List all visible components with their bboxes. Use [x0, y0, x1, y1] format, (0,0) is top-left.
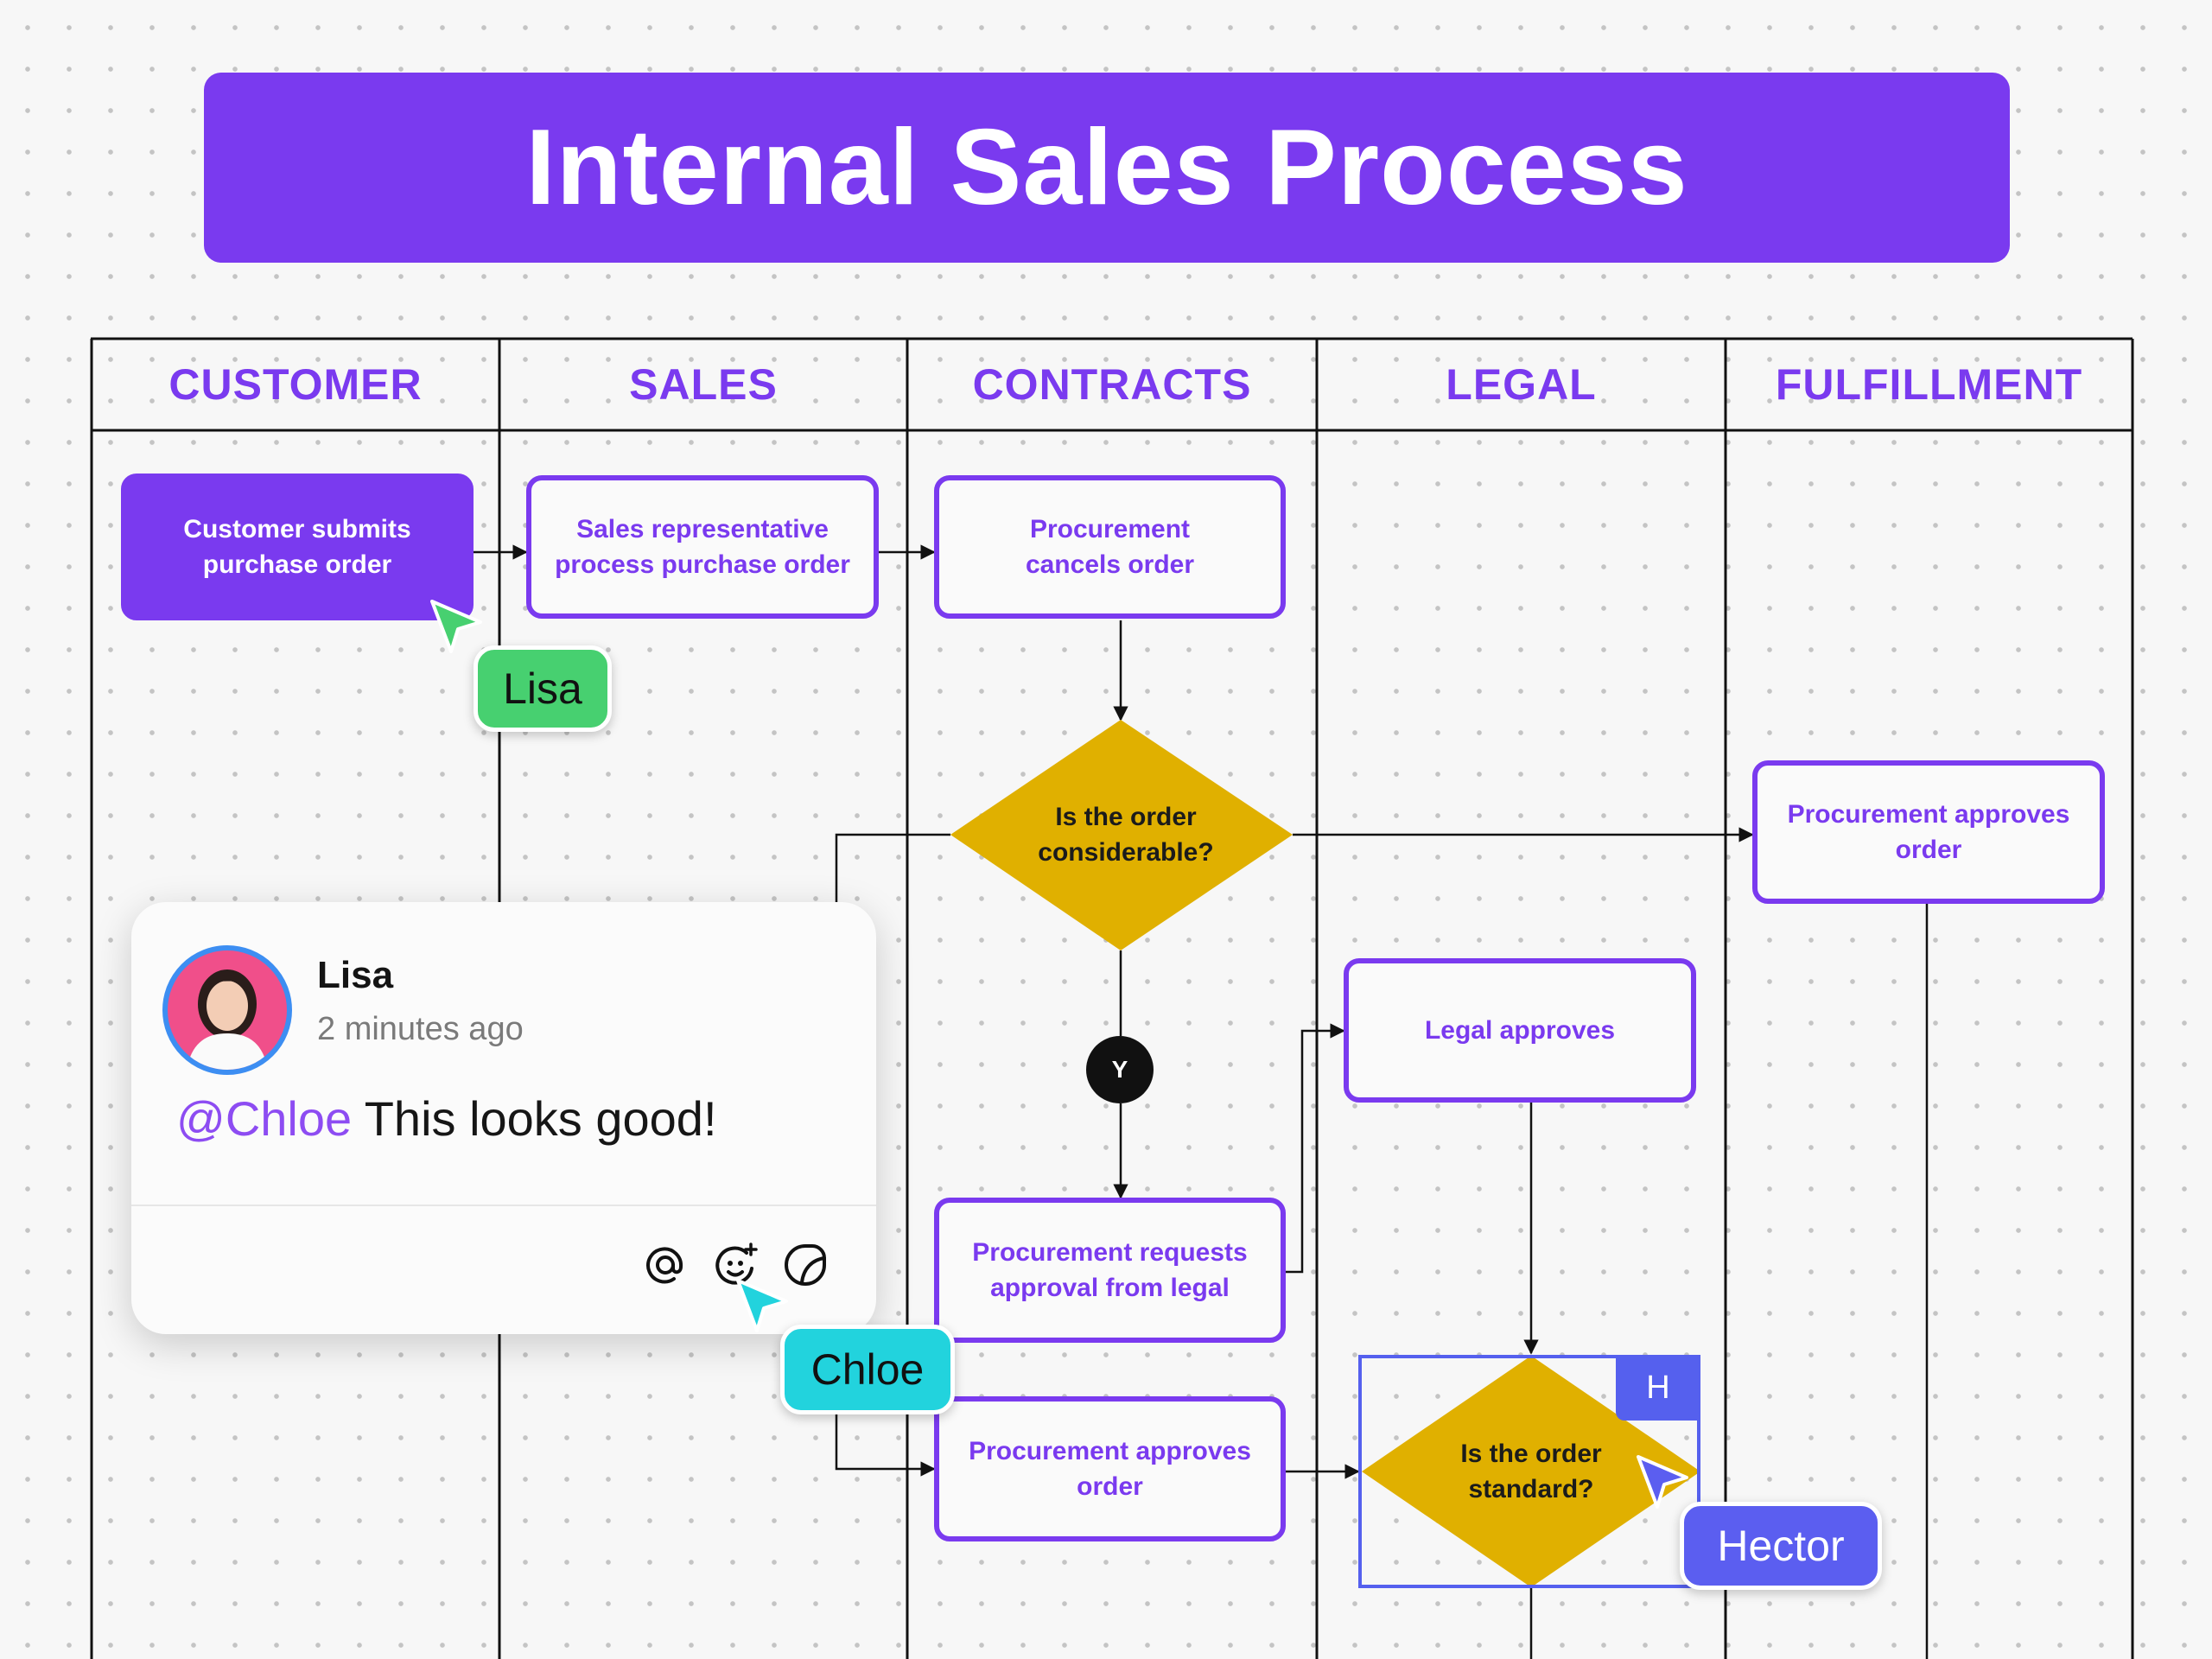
lane-header-customer: CUSTOMER — [168, 360, 423, 409]
comment-timestamp: 2 minutes ago — [317, 1011, 524, 1047]
page-title: Internal Sales Process — [525, 108, 1688, 227]
node-procurement-approves-contracts[interactable]: Procurement approves order — [934, 1396, 1286, 1541]
branch-yes-marker: Y — [1086, 1036, 1154, 1103]
node-procurement-requests-legal[interactable]: Procurement requests approval from legal — [934, 1198, 1286, 1343]
selection-user-badge: H — [1616, 1355, 1700, 1421]
collaborator-tag-hector: Hector — [1680, 1502, 1882, 1590]
node-label: Legal approves — [1424, 1016, 1616, 1045]
node-label: Procurement approves order — [969, 1437, 1251, 1501]
connector-request-to-legal — [1286, 1023, 1345, 1274]
lane-header-legal: LEGAL — [1446, 360, 1597, 409]
collaborator-tag-lisa: Lisa — [474, 645, 612, 732]
lane-header-fulfillment: FULFILLMENT — [1775, 360, 2083, 409]
cursor-chloe-icon — [736, 1279, 788, 1332]
decision-standard-label[interactable]: Is the order standard? — [1460, 1440, 1602, 1503]
comment-author: Lisa — [317, 954, 394, 996]
avatar-portrait-icon — [187, 969, 268, 1070]
node-label: Procurement approves order — [1787, 800, 2070, 864]
add-reaction-icon[interactable] — [712, 1241, 760, 1289]
comment-text: This looks good! — [352, 1091, 717, 1146]
node-customer-submits[interactable]: Customer submits purchase order — [121, 474, 474, 620]
cursor-hector-icon — [1637, 1455, 1688, 1509]
cursor-lisa-icon — [430, 600, 482, 653]
comment-mention[interactable]: @Chloe — [176, 1091, 353, 1146]
node-label: Sales representative process purchase or… — [555, 515, 850, 579]
comment-divider — [131, 1205, 876, 1206]
sticker-icon[interactable] — [781, 1241, 830, 1289]
lane-grid — [90, 337, 2134, 1659]
comment-body: @Chloe This looks good! — [176, 1090, 717, 1147]
mention-icon[interactable] — [641, 1241, 690, 1289]
node-label: Procurement cancels order — [1025, 515, 1195, 579]
lane-header-sales: SALES — [629, 360, 778, 409]
decision-considerable-label[interactable]: Is the order considerable? — [1038, 803, 1214, 867]
node-label: Customer submits purchase order — [183, 515, 411, 579]
collaborator-tag-chloe: Chloe — [780, 1325, 955, 1414]
node-sales-rep-process[interactable]: Sales representative process purchase or… — [526, 475, 879, 619]
node-procurement-approves-fulfillment[interactable]: Procurement approves order — [1752, 760, 2105, 904]
connectors — [474, 544, 1929, 1659]
node-label: Procurement requests approval from legal — [972, 1238, 1248, 1302]
decision-considerable-shape — [950, 720, 1293, 950]
title-banner: Internal Sales Process — [204, 73, 2010, 263]
lane-header-contracts: CONTRACTS — [972, 360, 1252, 409]
comment-card[interactable]: Lisa 2 minutes ago @Chloe This looks goo… — [131, 902, 876, 1334]
node-procurement-cancels[interactable]: Procurement cancels order — [934, 475, 1286, 619]
node-legal-approves[interactable]: Legal approves — [1344, 958, 1696, 1103]
selection-box[interactable] — [1358, 1355, 1700, 1588]
avatar — [162, 945, 292, 1075]
